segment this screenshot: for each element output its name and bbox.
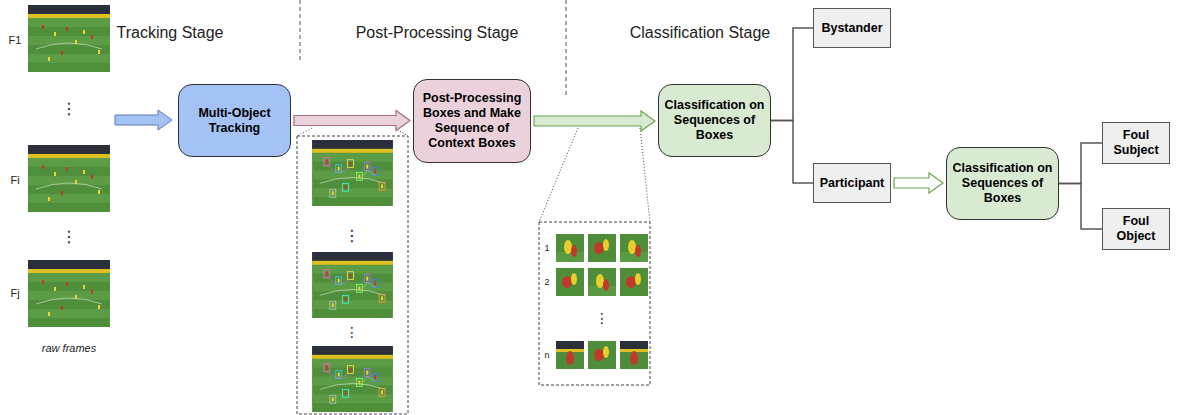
stage-title: Tracking Stage [116,24,223,42]
branch-line [1059,184,1102,230]
branch-line [1059,143,1102,184]
zoom-line [297,128,312,136]
ellipsis: ⋮ [345,324,359,340]
box-text: Post-Processing Boxes and Make Sequence … [419,91,525,151]
class-box: Bystander [813,8,891,48]
frame-label: Fj [10,287,19,299]
tracked-frame [312,140,393,206]
box-text: Foul Subject [1108,128,1164,158]
crop-thumbnail [556,268,584,296]
zoom-line [539,128,578,222]
input-arrow [115,110,172,130]
crop-thumbnail [588,234,616,262]
ellipsis: ⋮ [61,227,77,246]
crop-thumbnail [620,234,648,262]
box-text: Participant [820,176,885,191]
flow-arrow [894,173,943,193]
box-text: Classification on Sequences of Boxes [664,98,765,143]
caption-note: raw frames [42,342,96,354]
stage-title: Classification Stage [630,24,771,42]
tracked-frame [312,252,393,318]
crop-thumbnail [588,268,616,296]
ellipsis: ⋮ [595,310,609,326]
row-number: 2 [544,277,549,287]
box-text: Classification on Sequences of Boxes [952,161,1053,206]
crop-thumbnail [620,341,648,369]
zoom-panel [297,136,408,414]
stage-separator [300,0,301,62]
zoom-line [640,128,650,222]
class-box: Foul Object [1102,208,1170,250]
class-box: Participant [813,163,891,203]
crop-thumbnail [556,341,584,369]
tracked-frame [312,346,393,412]
row-number: n [544,350,549,360]
video-frame [28,260,110,327]
box-text: Foul Object [1108,214,1164,244]
ellipsis: ⋮ [61,99,77,118]
flow-arrow [294,111,410,131]
box-text: Multi-Object Tracking [184,106,285,136]
crop-panel [539,222,650,385]
video-frame [28,145,110,212]
process-box: Classification on Sequences of Boxes [658,84,771,157]
ellipsis: ⋮ [344,226,360,245]
crop-thumbnail [588,341,616,369]
flow-arrow [534,111,655,131]
frame-label: Fi [10,174,19,186]
crop-thumbnail [556,234,584,262]
box-text: Bystander [821,21,882,36]
class-box: Foul Subject [1102,122,1170,164]
branch-line [771,121,813,184]
video-frame [28,5,110,72]
process-box: Post-Processing Boxes and Make Sequence … [413,79,531,163]
row-number: 1 [544,243,549,253]
process-box: Multi-Object Tracking [178,84,291,157]
branch-line [771,28,813,121]
crop-thumbnail [620,268,648,296]
process-box: Classification on Sequences of Boxes [946,147,1059,220]
stage-title: Post-Processing Stage [356,24,519,42]
frame-label: F1 [9,34,22,46]
stage-separator [566,0,567,95]
